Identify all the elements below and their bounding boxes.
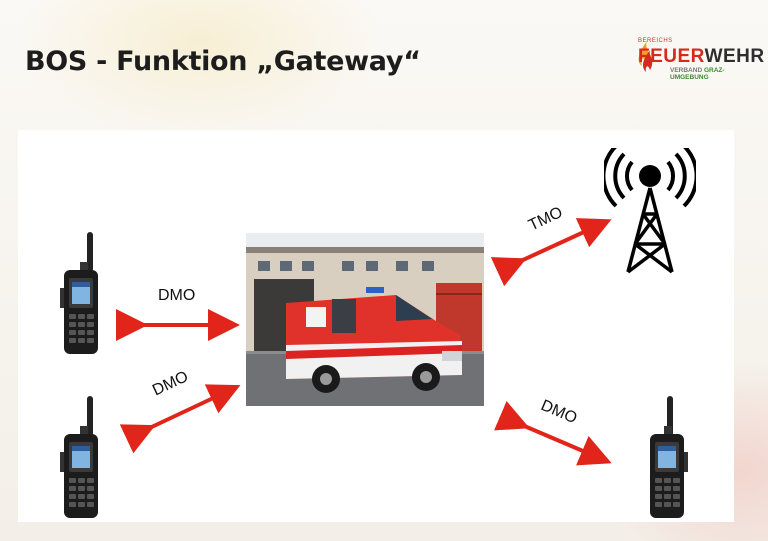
fire-truck-photo — [246, 233, 484, 406]
handheld-radio-icon — [60, 396, 98, 518]
feuerwehr-logo: BEREICHS FEUERWEHR VERBAND GRAZ-UMGEBUNG — [630, 38, 764, 81]
handheld-radio-icon — [60, 232, 98, 354]
logo-small-text: BEREICHS — [638, 38, 673, 44]
radio-tower-icon — [604, 148, 696, 274]
dmo-arrow-right — [494, 401, 612, 466]
dmo-label-left-top: DMO — [158, 287, 196, 304]
dmo-arrow-left-bottom — [119, 384, 241, 454]
flame-icon — [638, 40, 653, 72]
tmo-arrow — [490, 218, 612, 287]
logo-wordmark: FEUERWEHR — [638, 46, 765, 67]
logo-subtitle: VERBAND GRAZ-UMGEBUNG — [670, 67, 725, 81]
slide-title: BOS - Funktion „Gateway“ — [25, 46, 421, 77]
handheld-radio-icon — [650, 396, 688, 518]
